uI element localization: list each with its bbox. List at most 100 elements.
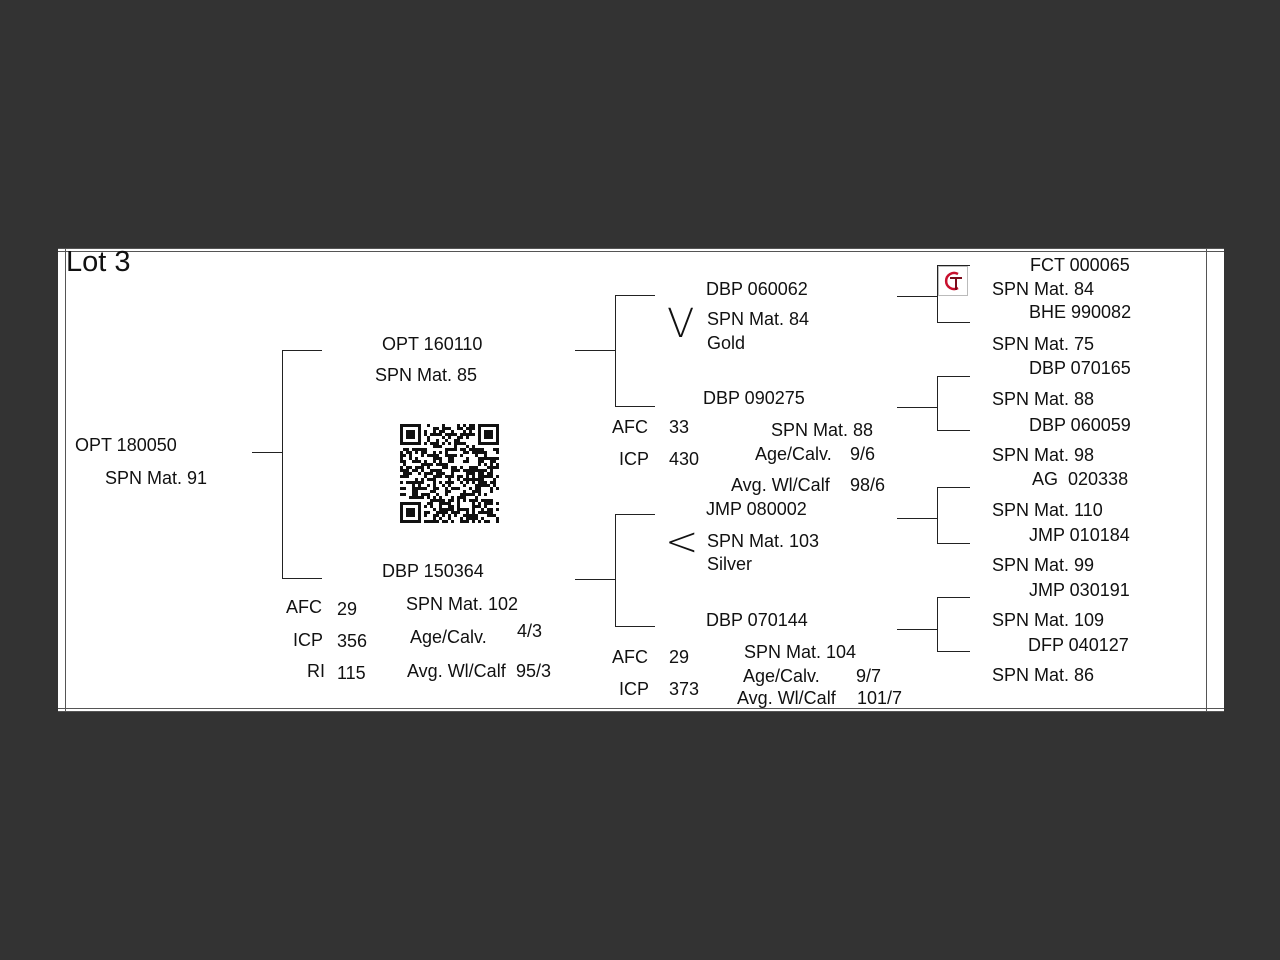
connector xyxy=(615,295,655,296)
sire-dam-wt: 98/6 xyxy=(850,475,886,495)
ancestor-2-id: BHE 990082 xyxy=(1029,302,1132,322)
qr-finder xyxy=(400,424,421,445)
dam-sire-mark: < xyxy=(665,519,699,565)
frame-top-inner xyxy=(58,251,1224,252)
frame-left xyxy=(65,248,66,712)
frame-bottom-inner xyxy=(58,708,1224,709)
dam-dam-afc-label: AFC xyxy=(612,647,648,667)
dam-sire-medal: Silver xyxy=(707,554,753,574)
dam-dam-spn: SPN Mat. 104 xyxy=(744,642,857,662)
breeder-logo xyxy=(938,266,968,296)
dam-icp: 356 xyxy=(337,631,368,651)
connector xyxy=(897,629,937,630)
ancestor-6-id: JMP 010184 xyxy=(1029,525,1130,545)
ancestor-5-id: AG 020338 xyxy=(1032,469,1129,489)
qr-finder-center xyxy=(484,430,493,439)
connector xyxy=(937,376,970,377)
connector xyxy=(615,514,655,515)
dam-dam-age: 9/7 xyxy=(856,666,882,686)
sire-dam-icp: 430 xyxy=(669,449,700,469)
connector xyxy=(937,487,938,543)
lot-title: Lot 3 xyxy=(66,246,131,278)
dam-age-label: Age/Calv. xyxy=(410,627,487,647)
sire-dam-id: DBP 090275 xyxy=(703,388,805,408)
ancestor-1-spn: SPN Mat. 84 xyxy=(992,279,1095,299)
sire-sire-id: DBP 060062 xyxy=(706,279,808,299)
ancestor-6-spn: SPN Mat. 99 xyxy=(992,555,1095,575)
connector xyxy=(615,514,616,626)
ancestor-4-spn: SPN Mat. 98 xyxy=(992,445,1095,465)
qr-finder-center xyxy=(406,430,415,439)
frame-bottom xyxy=(58,711,1224,712)
connector xyxy=(937,597,938,651)
ancestor-3-id: DBP 070165 xyxy=(1029,358,1131,378)
dam-wt: 95/3 xyxy=(516,661,552,681)
dam-ri: 115 xyxy=(337,663,366,683)
connector xyxy=(937,322,970,323)
connector xyxy=(615,626,655,627)
sire-dam-wt-label: Avg. Wl/Calf xyxy=(731,475,830,495)
sire-id: OPT 160110 xyxy=(382,334,483,354)
connector xyxy=(282,578,322,579)
frame-top xyxy=(58,248,1224,249)
ancestor-7-spn: SPN Mat. 109 xyxy=(992,610,1105,630)
ancestor-3-spn: SPN Mat. 88 xyxy=(992,389,1095,409)
ancestor-8-id: DFP 040127 xyxy=(1028,635,1129,655)
sire-sire-mark: V xyxy=(667,301,695,347)
dam-dam-id: DBP 070144 xyxy=(706,610,808,630)
connector xyxy=(252,452,282,453)
dam-dam-wt: 101/7 xyxy=(857,688,903,708)
dam-sire-spn: SPN Mat. 103 xyxy=(707,531,820,551)
connector xyxy=(282,350,283,578)
dam-age: 4/3 xyxy=(517,621,543,641)
sire-sire-medal: Gold xyxy=(707,333,746,353)
sire-dam-spn: SPN Mat. 88 xyxy=(771,420,874,440)
dam-icp-label: ICP xyxy=(293,630,324,650)
sire-dam-icp-label: ICP xyxy=(619,449,650,469)
qr-finder xyxy=(400,502,421,523)
connector xyxy=(937,265,970,266)
qr-finder xyxy=(478,424,499,445)
dam-afc: 29 xyxy=(337,599,358,619)
connector xyxy=(937,487,970,488)
ancestor-7-id: JMP 030191 xyxy=(1029,580,1130,600)
dam-afc-label: AFC xyxy=(286,597,322,617)
ancestor-1-id: FCT 000065 xyxy=(1030,255,1130,275)
qr-code xyxy=(400,424,499,523)
dam-wt-label: Avg. Wl/Calf xyxy=(407,661,506,681)
dam-dam-afc: 29 xyxy=(669,647,690,667)
dam-dam-age-label: Age/Calv. xyxy=(743,666,820,686)
connector xyxy=(937,376,938,430)
qr-modules xyxy=(400,424,499,523)
connector xyxy=(937,651,970,652)
frame-right xyxy=(1206,248,1207,712)
animal-spn: SPN Mat. 91 xyxy=(105,468,208,488)
dam-dam-icp: 373 xyxy=(669,679,700,699)
sire-dam-age: 9/6 xyxy=(850,444,876,464)
dam-dam-icp-label: ICP xyxy=(619,679,650,699)
dam-spn: SPN Mat. 102 xyxy=(406,594,519,614)
animal-id: OPT 180050 xyxy=(75,435,177,455)
sire-spn: SPN Mat. 85 xyxy=(375,365,478,385)
ancestor-8-spn: SPN Mat. 86 xyxy=(992,665,1095,685)
connector xyxy=(937,430,970,431)
dam-id: DBP 150364 xyxy=(382,561,484,581)
sire-sire-spn: SPN Mat. 84 xyxy=(707,309,810,329)
sire-dam-afc-label: AFC xyxy=(612,417,648,437)
connector xyxy=(575,350,615,351)
qr-finder-center xyxy=(406,508,415,517)
connector xyxy=(937,265,938,322)
ancestor-2-spn: SPN Mat. 75 xyxy=(992,334,1095,354)
dam-sire-id: JMP 080002 xyxy=(706,499,807,519)
sire-dam-age-label: Age/Calv. xyxy=(755,444,832,464)
connector xyxy=(615,406,655,407)
connector xyxy=(897,518,937,519)
connector xyxy=(615,295,616,406)
pedigree-sheet: Lot 3 OPT 180050 SPN Mat. 91 OPT 160110 … xyxy=(58,248,1224,712)
connector xyxy=(575,579,615,580)
dam-ri-label: RI xyxy=(307,661,325,681)
connector xyxy=(937,597,970,598)
connector xyxy=(897,296,937,297)
ancestor-4-id: DBP 060059 xyxy=(1029,415,1131,435)
ancestor-5-spn: SPN Mat. 110 xyxy=(992,500,1103,520)
